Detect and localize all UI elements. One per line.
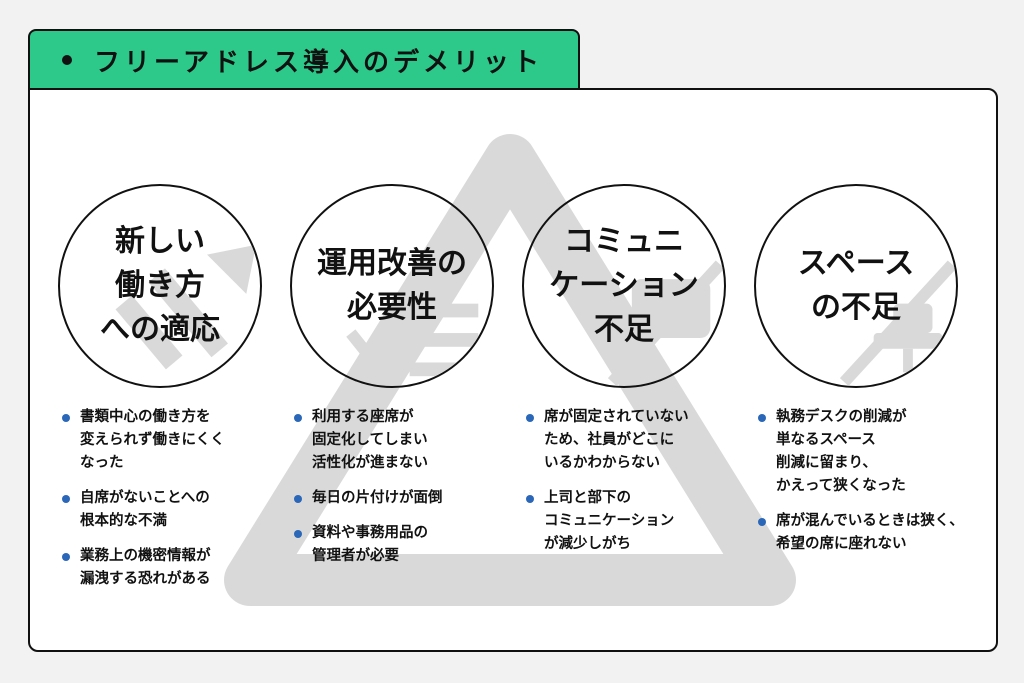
list-item: 業務上の機密情報が 漏洩する恐れがある (58, 545, 274, 591)
title-tab: フリーアドレス導入のデメリット (28, 29, 580, 89)
bullet-icon (62, 553, 70, 561)
list-item: 毎日の片付けが面倒 (290, 487, 506, 510)
circle-space: スペース の不足 (754, 184, 958, 388)
bullet-icon (62, 495, 70, 503)
column-adaptation: 新しい 働き方 への適応 書類中心の働き方を 変えられず働きにくく なった 自席… (58, 184, 274, 603)
bullet-icon (294, 495, 302, 503)
chart-arrow-icon (115, 244, 257, 370)
title-bullet-icon (62, 55, 72, 65)
item-list: 書類中心の働き方を 変えられず働きにくく なった 自席がないことへの 根本的な不… (58, 406, 274, 591)
circle-communication: コミュニ ケーション 不足 (522, 184, 726, 388)
column-operation: 運用改善の 必要性 利用する座席が 固定化してしまい 活性化が進まない 毎日の片… (290, 184, 506, 580)
bullet-icon (526, 495, 534, 503)
circle-heading: コミュニ ケーション 不足 (549, 224, 699, 347)
bullet-icon (62, 414, 70, 422)
circle-heading: スペース の不足 (797, 246, 915, 325)
bullet-icon (526, 414, 534, 422)
checklist-icon (346, 303, 479, 377)
circle-heading: 新しい 働き方 への適応 (100, 224, 220, 347)
item-list: 席が固定されていない ため、社員がどこに いるかわからない 上司と部下の コミュ… (522, 406, 738, 556)
circle-operation: 運用改善の 必要性 (290, 184, 494, 388)
circle-adaptation: 新しい 働き方 への適応 (58, 184, 262, 388)
list-item: 執務デスクの削減が 単なるスペース 削減に留まり、 かえって狭くなった (754, 406, 970, 498)
no-chat-icon (607, 260, 724, 386)
column-communication: コミュニ ケーション 不足 席が固定されていない ため、社員がどこに いるかわか… (522, 184, 738, 568)
page-title: フリーアドレス導入のデメリット (94, 47, 543, 78)
list-item: 書類中心の働き方を 変えられず働きにくく なった (58, 406, 274, 475)
circle-heading: 運用改善の 必要性 (317, 246, 467, 325)
no-seat-icon (839, 260, 956, 386)
list-item: 上司と部下の コミュニケーション が減少しがち (522, 487, 738, 556)
bullet-icon (294, 530, 302, 538)
list-item: 利用する座席が 固定化してしまい 活性化が進まない (290, 406, 506, 475)
list-item: 資料や事務用品の 管理者が必要 (290, 522, 506, 568)
bullet-icon (758, 414, 766, 422)
column-space: スペース の不足 執務デスクの削減が 単なるスペース 削減に留まり、 かえって狭… (754, 184, 970, 568)
item-list: 執務デスクの削減が 単なるスペース 削減に留まり、 かえって狭くなった 席が混ん… (754, 406, 970, 556)
list-item: 席が固定されていない ため、社員がどこに いるかわからない (522, 406, 738, 475)
list-item: 席が混んでいるときは狭く、 希望の席に座れない (754, 510, 970, 556)
item-list: 利用する座席が 固定化してしまい 活性化が進まない 毎日の片付けが面倒 資料や事… (290, 406, 506, 568)
bullet-icon (294, 414, 302, 422)
list-item: 自席がないことへの 根本的な不満 (58, 487, 274, 533)
bullet-icon (758, 518, 766, 526)
